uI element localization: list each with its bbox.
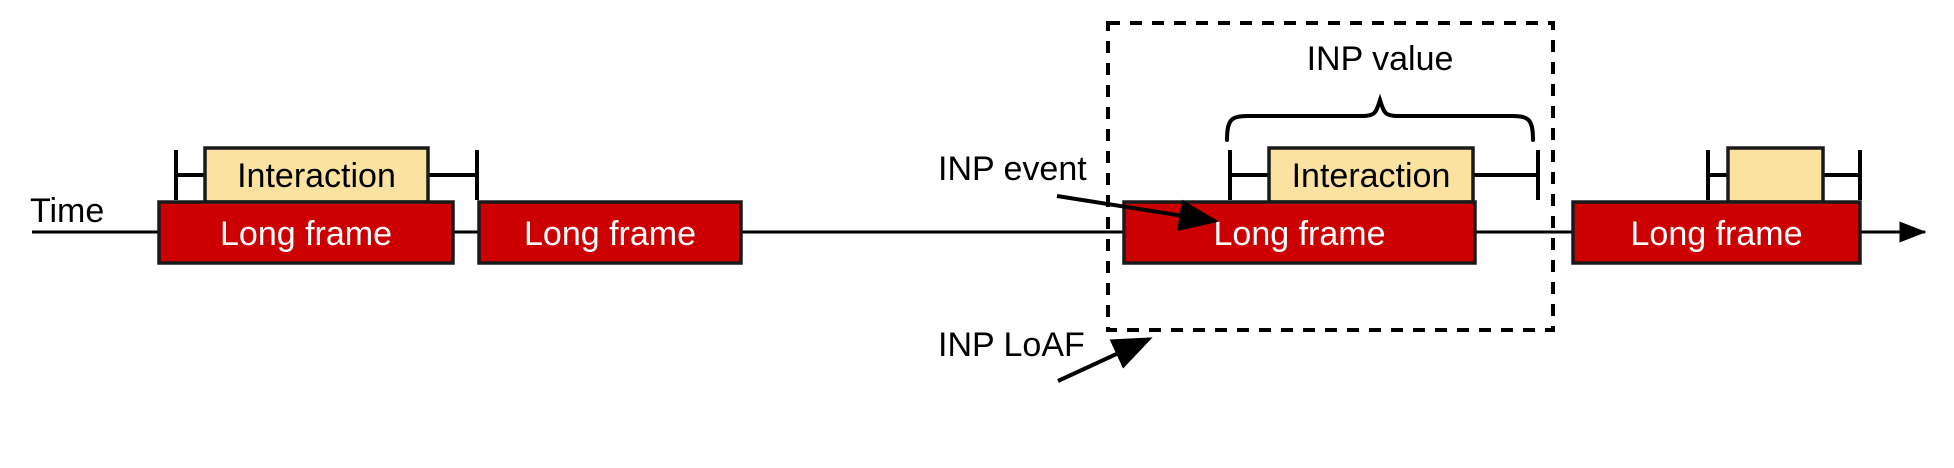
interaction-box-3[interactable]: Interaction xyxy=(1267,146,1475,204)
long-frame-3-label: Long frame xyxy=(1214,215,1386,253)
interaction-whisker-group-3 xyxy=(1228,150,1540,200)
interaction-box-3-rect[interactable] xyxy=(1267,146,1475,204)
interaction-box-4-rect[interactable] xyxy=(1726,146,1825,204)
dashed-highlight-region xyxy=(1106,21,1555,332)
long-frame-4-label: Long frame xyxy=(1631,215,1803,253)
time-axis-label: Time xyxy=(30,192,104,230)
interaction-whisker-group-4 xyxy=(1706,150,1862,200)
interaction-box-1[interactable]: Interaction xyxy=(203,146,430,204)
interaction-box-3-label: Interaction xyxy=(1292,157,1451,195)
long-frame-1-rect[interactable] xyxy=(157,200,455,265)
inp-loaf-arrow xyxy=(1057,337,1153,383)
inp-value-brace xyxy=(1225,93,1535,142)
long-frame-4[interactable]: Long frame xyxy=(1571,200,1862,265)
interaction-box-1-label: Interaction xyxy=(237,157,396,195)
inp-loaf-label: INP LoAF xyxy=(938,326,1085,364)
long-frame-1[interactable]: Long frame xyxy=(157,200,455,265)
interaction-box-4[interactable] xyxy=(1726,146,1825,204)
inp-value-label: INP value xyxy=(1307,40,1454,78)
interaction-box-1-rect[interactable] xyxy=(203,146,430,204)
long-frame-3[interactable]: Long frame xyxy=(1122,200,1477,265)
long-frame-1-label: Long frame xyxy=(220,215,392,253)
inp-event-label: INP event xyxy=(938,150,1087,188)
interaction-whisker-group-1 xyxy=(174,150,479,200)
long-frame-2-rect[interactable] xyxy=(477,200,743,265)
long-frame-4-rect[interactable] xyxy=(1571,200,1862,265)
inp-event-arrow xyxy=(1056,194,1219,232)
long-frame-2[interactable]: Long frame xyxy=(477,200,743,265)
long-frame-2-label: Long frame xyxy=(524,215,696,253)
long-frame-3-rect[interactable] xyxy=(1122,200,1477,265)
